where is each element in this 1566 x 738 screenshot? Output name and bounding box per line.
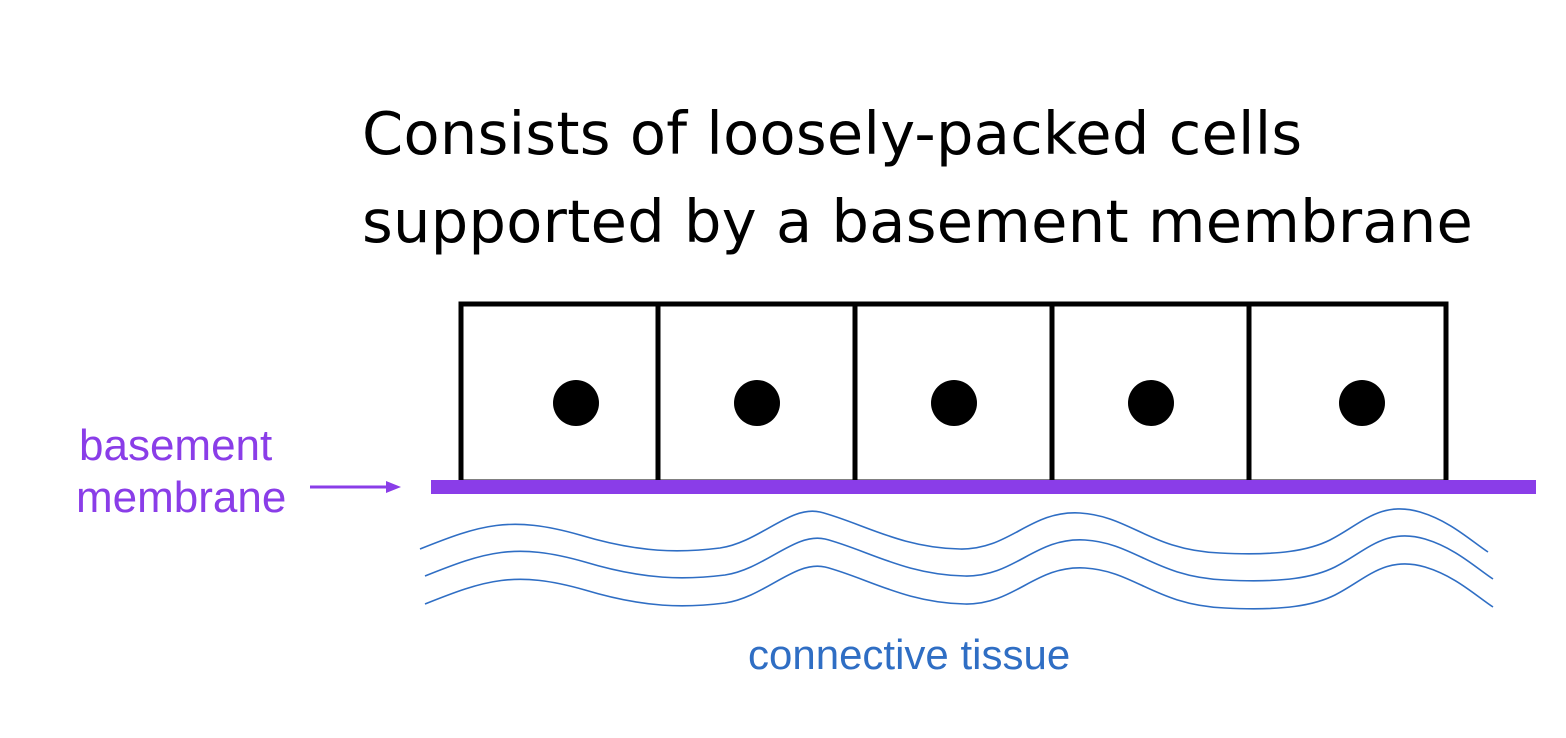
- nuclei: [553, 380, 1385, 426]
- basement-membrane-label-line-2: membrane: [76, 473, 287, 522]
- nucleus-5: [1339, 380, 1385, 426]
- basement-membrane-label-line-1: basement: [79, 421, 273, 470]
- fiber-1: [419, 508, 1489, 555]
- fiber-2: [424, 535, 1494, 582]
- slide-title: Consists of loosely-packed cells support…: [362, 90, 1473, 266]
- nucleus-3: [931, 380, 977, 426]
- nucleus-1: [553, 380, 599, 426]
- fiber-3: [424, 563, 1494, 610]
- title-line-1: Consists of loosely-packed cells: [362, 99, 1303, 168]
- basement-membrane-label: basement membrane: [76, 420, 286, 524]
- connective-tissue-fibers: [419, 508, 1494, 610]
- title-line-2: supported by a basement membrane: [362, 187, 1474, 256]
- pointer-arrow: [310, 481, 401, 493]
- basement-membrane: [431, 480, 1536, 494]
- nucleus-2: [734, 380, 780, 426]
- connective-tissue-label: connective tissue: [748, 631, 1071, 678]
- nucleus-4: [1128, 380, 1174, 426]
